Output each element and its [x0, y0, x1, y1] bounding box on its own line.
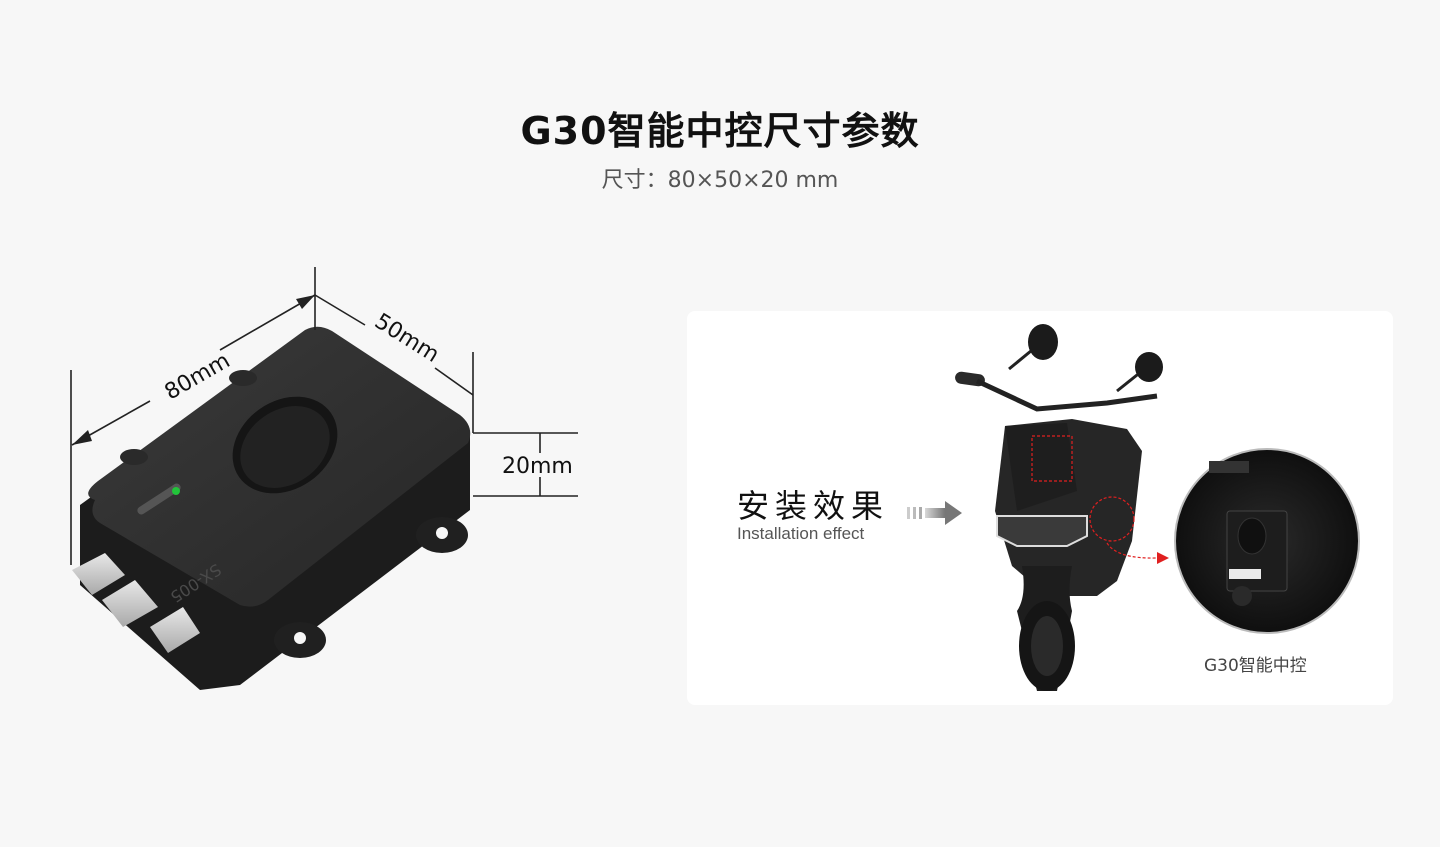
terminal-connectors: [72, 553, 200, 653]
controller-device-image: SX-005 80mm 50mm 20mm: [70, 267, 578, 690]
product-dimension-illustration: SX-005 80mm 50mm 20mm: [50, 255, 610, 715]
arrow-right-icon: [907, 501, 962, 525]
width-dimension-label: 50mm: [370, 309, 443, 368]
dimensions-subtitle: 尺寸：80×50×20 mm: [601, 168, 839, 193]
installation-subtitle: Installation effect: [737, 524, 865, 543]
page-title: G30智能中控尺寸参数: [520, 109, 920, 153]
scooter-installation-image: [907, 324, 1360, 691]
controller-caption: G30智能中控: [1204, 656, 1307, 676]
installation-title: 安装效果: [737, 487, 890, 525]
height-dimension-label: 20mm: [502, 454, 573, 479]
installation-effect-card: 安装效果 Installation effect: [687, 311, 1393, 705]
scooter-image: [955, 324, 1169, 691]
installed-controller-closeup: [1174, 448, 1360, 634]
